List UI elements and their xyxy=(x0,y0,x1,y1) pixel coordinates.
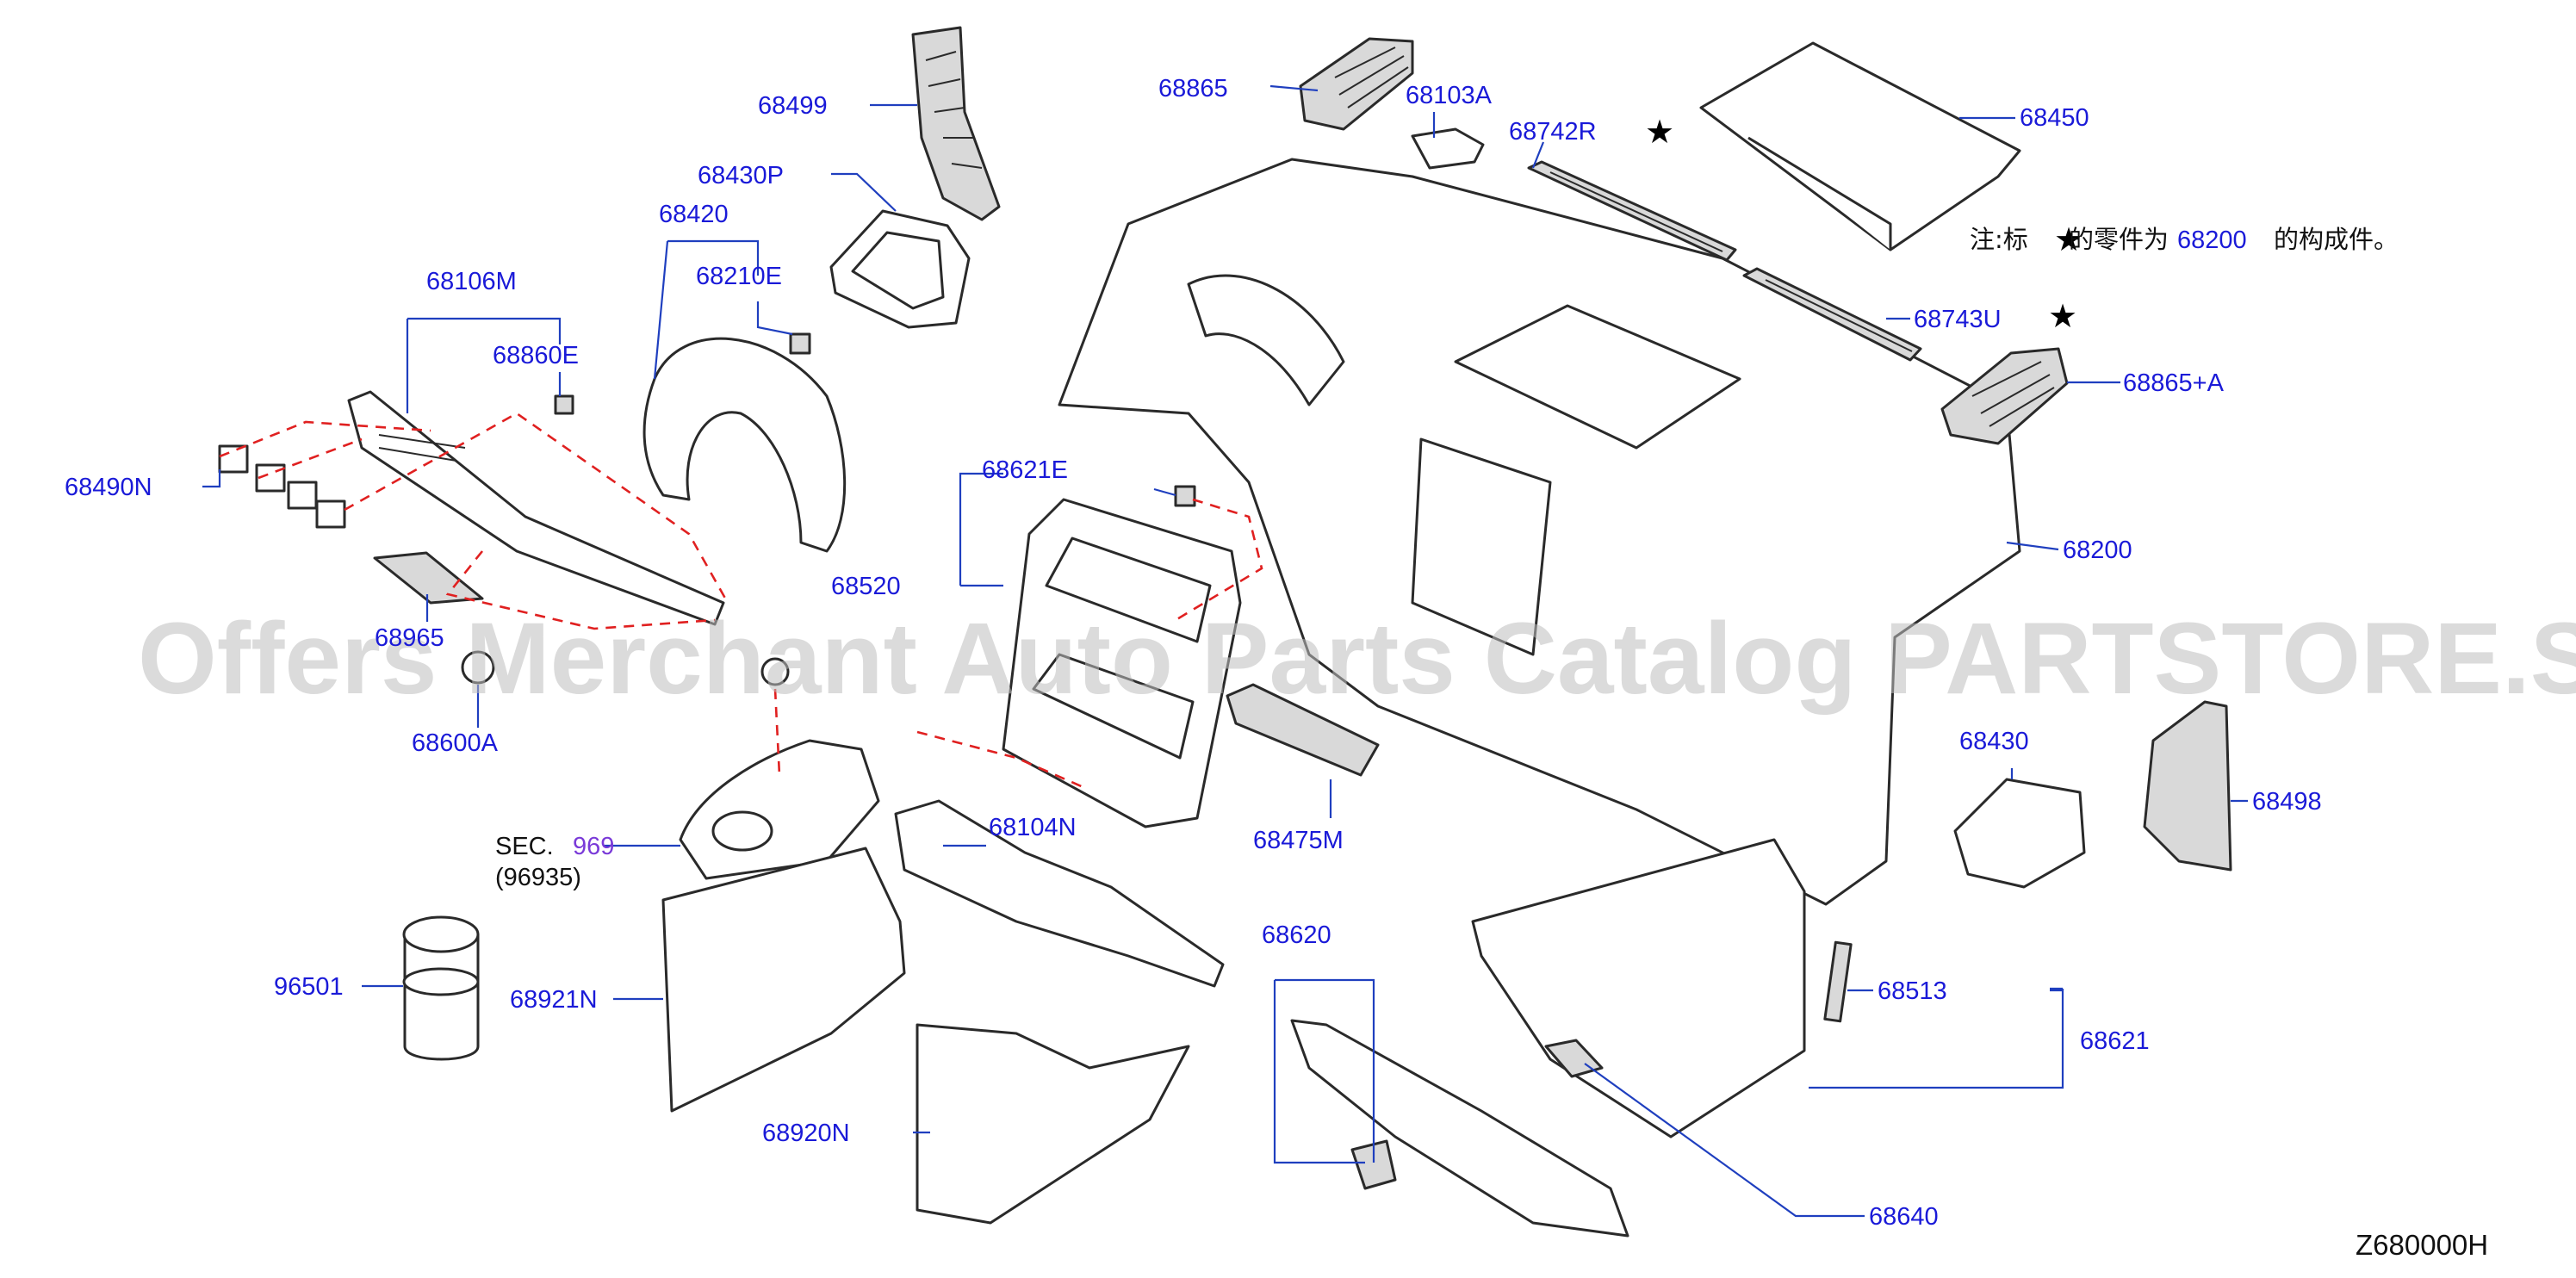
part-68475M-drawing xyxy=(1226,683,1380,777)
part-68600A-drawing xyxy=(461,650,495,685)
part-68865A-drawing xyxy=(1940,347,2069,445)
part-68743U-drawing xyxy=(1742,267,1922,362)
callout-96501: 96501 xyxy=(274,973,344,1001)
note-middle: 的零件为 xyxy=(2069,225,2169,254)
part-68210E-drawing xyxy=(789,332,811,355)
part-68200-drawing xyxy=(1058,158,2021,906)
callout-68600A: 68600A xyxy=(412,729,499,757)
note-star: ★ xyxy=(2054,220,2083,258)
watermark-text: Offers Merchant Auto Parts Catalog PARTS… xyxy=(138,602,2576,716)
part-68621E-drawing xyxy=(1174,485,1196,507)
note-legend: 注:标 ★ 的零件为 68200 的构成件。 xyxy=(1970,220,2399,258)
callout-68490N: 68490N xyxy=(65,474,152,501)
callout-68450: 68450 xyxy=(2020,104,2089,132)
part-68430-drawing xyxy=(1953,778,2086,889)
part-68104N-drawing xyxy=(894,799,1225,988)
part-68620-drawing xyxy=(1290,1019,1629,1238)
callout-68430: 68430 xyxy=(1959,728,2029,755)
part-68520-drawing xyxy=(1002,498,1242,828)
star-mark-68742R: ★ xyxy=(1645,113,1674,151)
callout-sec-sub: (96935) xyxy=(495,864,581,891)
callout-68640: 68640 xyxy=(1869,1203,1939,1231)
callout-68520: 68520 xyxy=(831,573,901,600)
part-68103A-drawing xyxy=(1411,127,1485,170)
callout-68621: 68621 xyxy=(2080,1027,2150,1055)
part-68420-drawing xyxy=(642,337,847,553)
callout-68742R: 68742R xyxy=(1509,118,1597,146)
part-68106M-drawing xyxy=(347,390,725,626)
part-68499-drawing xyxy=(911,26,1001,221)
callout-68104N: 68104N xyxy=(989,814,1077,841)
callout-68106M: 68106M xyxy=(426,268,517,295)
callout-68860E: 68860E xyxy=(493,342,579,369)
callout-68430P: 68430P xyxy=(698,162,784,189)
callout-68103A: 68103A xyxy=(1406,82,1493,109)
part-68430P-drawing xyxy=(829,209,971,329)
callout-labels: 68499 68865 68103A 68742R ★ 68450 68430P… xyxy=(65,75,2399,1231)
callout-sec-label: SEC. xyxy=(495,833,554,860)
star-mark-68743U: ★ xyxy=(2048,297,2077,335)
callout-sec-number: 969 xyxy=(573,833,614,860)
part-68921N-drawing xyxy=(661,847,906,1113)
callout-68620: 68620 xyxy=(1262,921,1331,949)
part-68865-drawing xyxy=(1299,37,1414,131)
callout-68965: 68965 xyxy=(375,624,444,652)
part-68742R-drawing xyxy=(1527,160,1737,262)
callout-68865: 68865 xyxy=(1158,75,1228,102)
note-ref-part: 68200 xyxy=(2177,226,2247,254)
callout-68420: 68420 xyxy=(659,201,729,228)
note-suffix: 的构成件。 xyxy=(2274,225,2399,254)
part-68513-drawing xyxy=(1823,940,1853,1023)
part-96501-drawing xyxy=(402,915,480,1061)
callout-68200: 68200 xyxy=(2063,537,2132,564)
callout-68498: 68498 xyxy=(2252,788,2322,816)
part-68450-drawing xyxy=(1699,41,2021,251)
callout-68475M: 68475M xyxy=(1253,827,1344,854)
leader-lines xyxy=(202,84,2248,1218)
callout-68920N: 68920N xyxy=(762,1120,850,1147)
callout-68513: 68513 xyxy=(1878,977,1947,1005)
note-prefix: 注:标 xyxy=(1970,225,2028,254)
part-68621-drawing xyxy=(1471,838,1806,1138)
part-68860E-drawing xyxy=(554,394,574,415)
part-68498-drawing xyxy=(2143,700,2232,872)
part-sec-969-drawing xyxy=(679,657,880,880)
part-68640-drawing xyxy=(1544,1039,1604,1078)
callout-68621E: 68621E xyxy=(982,456,1068,484)
diagram-id: Z680000H xyxy=(2356,1229,2488,1261)
part-68965-drawing xyxy=(373,551,484,605)
part-68490N-drawing xyxy=(218,444,346,529)
callout-68499: 68499 xyxy=(758,92,828,120)
callout-68743U: 68743U xyxy=(1914,306,2002,333)
callout-68210E: 68210E xyxy=(696,263,782,290)
callout-68865A: 68865+A xyxy=(2123,369,2225,397)
assembly-guide-lines xyxy=(219,412,1263,790)
part-68920N-drawing xyxy=(916,1023,1190,1225)
callout-68921N: 68921N xyxy=(510,986,598,1014)
